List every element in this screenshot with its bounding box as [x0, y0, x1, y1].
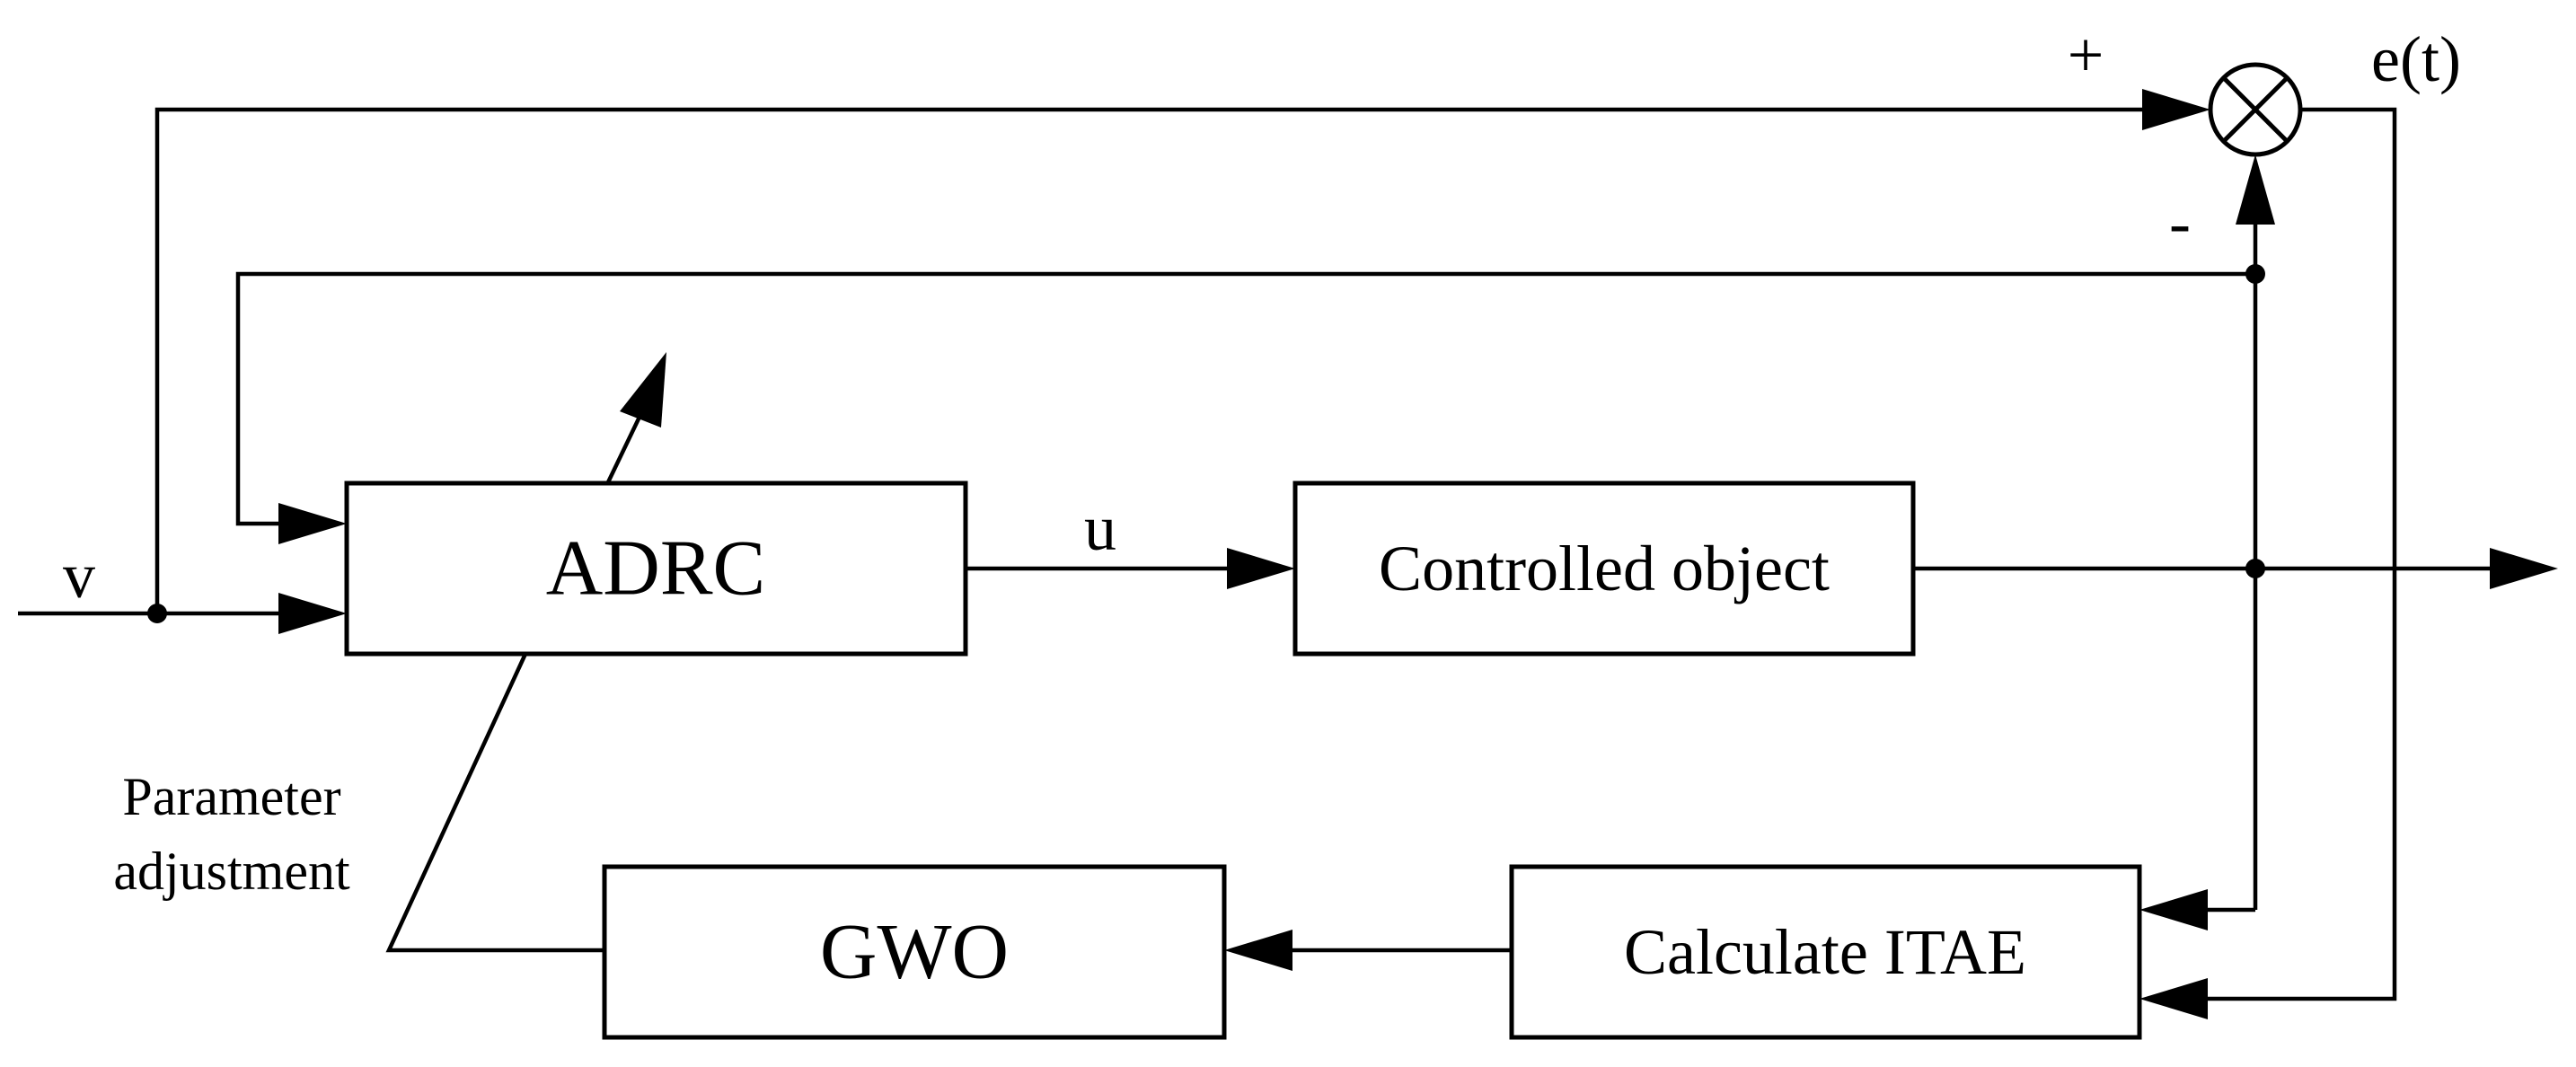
- control-signal-label: u: [1084, 492, 1116, 564]
- controlled-object-block-label: Controlled object: [1379, 533, 1830, 604]
- reference-feed-wire: [154, 107, 2156, 613]
- itae-measurement-arrowhead: [2139, 889, 2208, 930]
- plus-sign-label: +: [2068, 19, 2104, 91]
- adrc-input-arrowhead: [278, 593, 347, 634]
- itae-error-arrowhead: [2139, 978, 2208, 1019]
- adrc-block-label: ADRC: [546, 525, 766, 613]
- gwo-block-label: GWO: [820, 909, 1009, 996]
- parameter-adjustment-wire: [385, 653, 604, 953]
- itae-block: Calculate ITAE: [1509, 864, 2142, 1040]
- controlled-object-block: Controlled object: [1292, 481, 1916, 657]
- parameter-adjustment-label-line2: adjustment: [113, 842, 350, 901]
- feedback-to-adrc-wire: [235, 271, 2255, 526]
- adrc-feedback-arrowhead: [278, 503, 347, 544]
- itae-block-label: Calculate ITAE: [1624, 916, 2026, 988]
- gwo-block: GWO: [602, 864, 1227, 1040]
- output-arrowhead: [2490, 548, 2558, 589]
- gwo-input-arrowhead: [1224, 930, 1292, 971]
- sum-minus-arrowhead: [2236, 154, 2275, 225]
- plant-input-arrowhead: [1227, 548, 1295, 589]
- parameter-adjustment-label-line1: Parameter: [122, 767, 340, 826]
- input-branch-dot: [147, 604, 167, 623]
- tuning-arrow-shaft: [605, 412, 644, 483]
- output-branch-dot: [2245, 559, 2265, 578]
- error-signal-label: e(t): [2371, 23, 2461, 95]
- summing-junction: [2208, 62, 2303, 157]
- feedback-branch-dot: [2245, 264, 2265, 284]
- sum-plus-arrowhead: [2142, 89, 2210, 130]
- tuning-arrowhead: [620, 352, 666, 428]
- input-signal-label: v: [63, 540, 95, 612]
- error-wire: [2192, 107, 2397, 1001]
- minus-sign-label: -: [2169, 187, 2191, 259]
- adrc-block: ADRC: [344, 481, 968, 657]
